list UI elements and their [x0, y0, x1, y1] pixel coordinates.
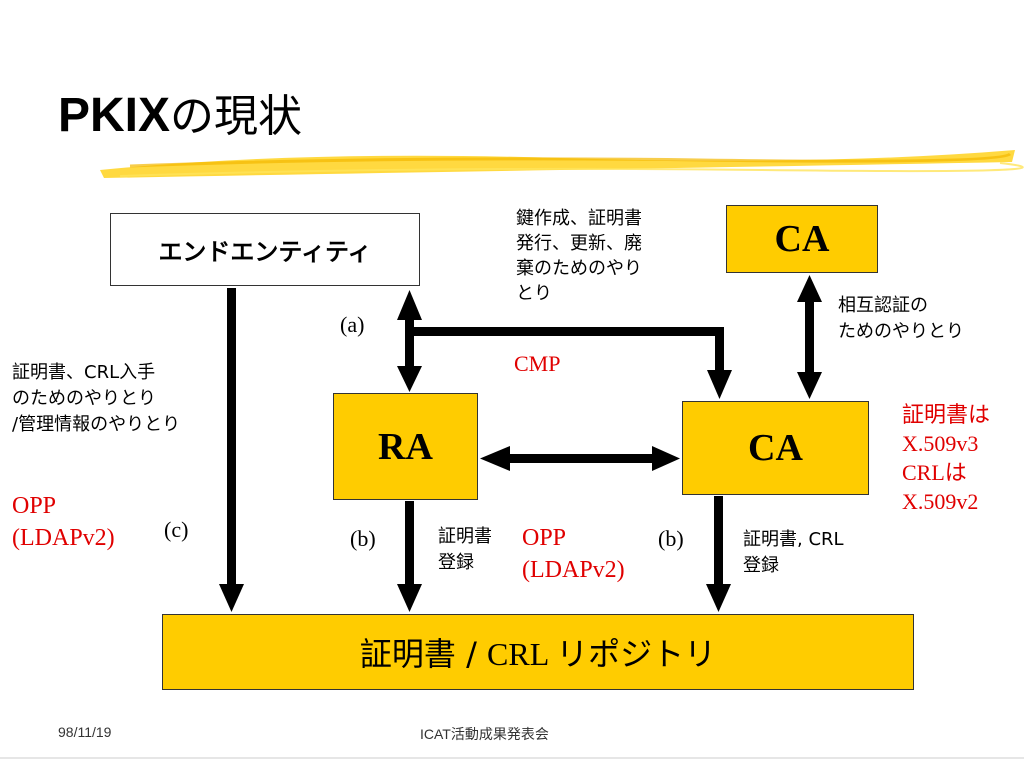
ca-top-box: CA [726, 205, 878, 273]
cert-formats-note: 証明書は X.509v3 CRLは X.509v2 [902, 400, 990, 516]
arrow-ee-ra [397, 290, 422, 392]
arrow-cmp-to-ca [413, 327, 732, 399]
ee-note-line: のためのやりとり [12, 388, 156, 409]
cmp-note-line: 発行、更新、廃 [516, 233, 642, 254]
repository-crl: CRL [487, 636, 557, 672]
footer-event: ICAT活動成果発表会 [420, 726, 549, 742]
cert-formats-line: CRLは [902, 460, 967, 485]
arrow-ca-to-repository [706, 496, 731, 612]
ra-box: RA [333, 393, 478, 500]
ee-note-line: /管理情報のやりとり [12, 414, 181, 435]
cmp-note-line: とり [516, 283, 552, 304]
reg-cert-crl-note: 証明書, CRL 登録 [743, 527, 844, 579]
reg-cert-line: 登録 [438, 552, 474, 573]
reg-cert-crl-line: 登録 [743, 555, 779, 576]
arrow-ee-to-repository [219, 288, 244, 612]
cmp-note-line: 棄のためのやり [516, 258, 642, 279]
repository-prefix: 証明書 / [359, 635, 488, 673]
cert-formats-line: X.509v3 [902, 431, 979, 456]
cert-formats-line: X.509v2 [902, 489, 979, 514]
end-entity-label: エンドエンティティ [158, 238, 372, 266]
reg-cert-crl-line: 証明書, CRL [743, 529, 844, 550]
opp-left: OPP (LDAPv2) [12, 490, 115, 554]
cmp-note-line: 鍵作成、証明書 [516, 208, 642, 229]
cross-cert-line: ためのやりとり [838, 321, 964, 342]
reg-cert-line: 証明書 [438, 526, 492, 547]
ra-label: RA [378, 425, 433, 468]
opp-left-line: (LDAPv2) [12, 525, 115, 551]
repository-label: 証明書 / CRL リポジトリ [360, 629, 716, 675]
title-jp: の現状 [170, 91, 303, 142]
label-b-left: (b) [350, 526, 376, 551]
repository-suffix: リポジトリ [556, 635, 717, 673]
arrow-ra-ca [480, 446, 680, 471]
page-title: PKIXの現状 [58, 80, 302, 144]
cross-cert-note: 相互認証の ためのやりとり [838, 293, 964, 345]
ee-note-line: 証明書、CRL入手 [12, 362, 156, 383]
cmp-label: CMP [514, 351, 561, 376]
ca-mid-label: CA [748, 427, 803, 469]
footer-date: 98/11/19 [58, 724, 112, 740]
title-underline [100, 150, 1024, 178]
opp-mid-line: OPP [522, 525, 567, 551]
opp-mid: OPP (LDAPv2) [522, 522, 625, 586]
label-b-right: (b) [658, 526, 684, 551]
opp-left-line: OPP [12, 493, 57, 519]
ca-top-label: CA [774, 218, 830, 260]
opp-mid-line: (LDAPv2) [522, 557, 625, 583]
cross-cert-line: 相互認証の [838, 295, 928, 316]
ee-note: 証明書、CRL入手 のためのやりとり /管理情報のやりとり [12, 360, 180, 438]
cert-formats-line: 証明書は [902, 402, 991, 427]
title-latin: PKIX [58, 89, 171, 142]
end-entity-box: エンドエンティティ [110, 213, 420, 286]
label-c: (c) [164, 517, 189, 542]
arrow-cross-certification [797, 275, 822, 399]
ca-mid-box: CA [682, 401, 869, 495]
arrow-ra-to-repository [397, 501, 422, 612]
reg-cert-note: 証明書 登録 [438, 524, 492, 576]
repository-box: 証明書 / CRL リポジトリ [162, 614, 914, 690]
cmp-note: 鍵作成、証明書 発行、更新、廃 棄のためのやり とり [516, 206, 642, 306]
label-a: (a) [340, 312, 365, 337]
